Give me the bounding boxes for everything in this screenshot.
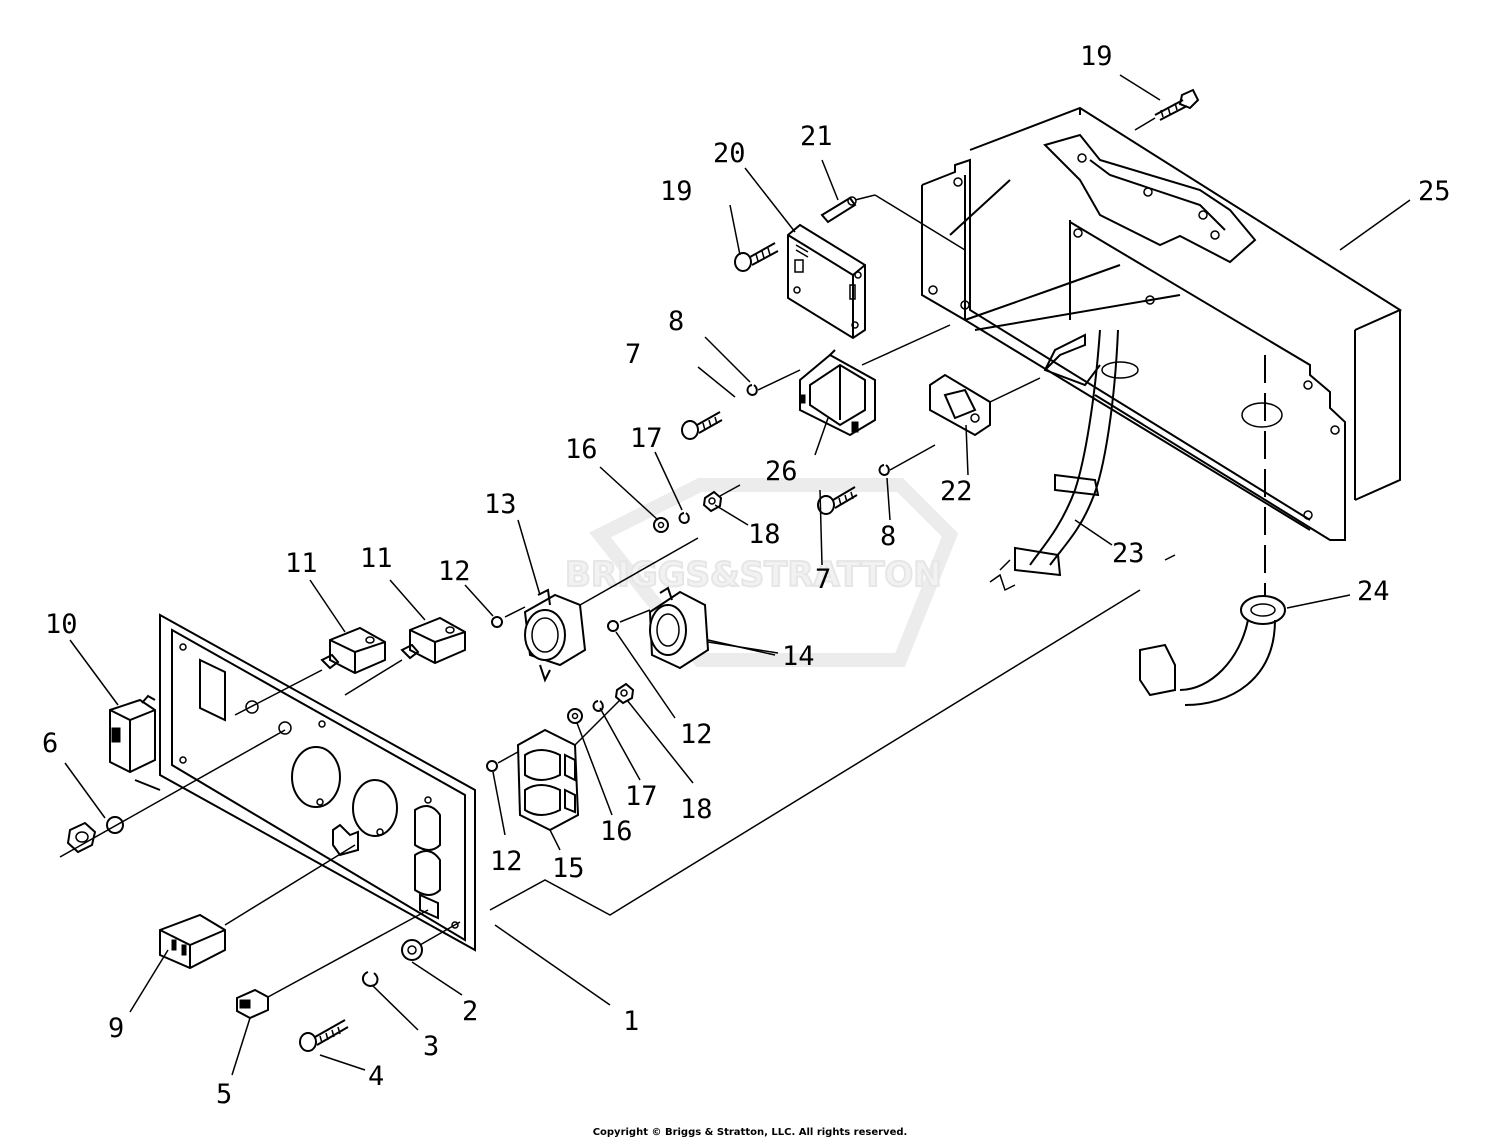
callout-labels: 1 2 3 4 5 6 7 7 8 8 9 10 11 11 12 12 12 …: [42, 41, 1451, 1110]
callout-20: 20: [713, 138, 746, 169]
callout-8-upper: 8: [668, 306, 684, 337]
callout-22: 22: [940, 476, 973, 507]
callout-12-upper: 12: [438, 556, 471, 587]
assembly-outline: [489, 589, 1141, 916]
callout-18-lower: 18: [680, 794, 713, 825]
lock-washer-17-upper: [678, 512, 690, 525]
callout-18-upper: 18: [748, 519, 781, 550]
callout-26: 26: [765, 456, 798, 487]
nut-18-lower: [614, 682, 635, 705]
callout-5: 5: [216, 1079, 232, 1110]
lock-washer-8-upper: [746, 369, 801, 397]
callout-16-upper: 16: [565, 434, 598, 465]
callout-11-a: 11: [285, 548, 318, 579]
relay-26: [799, 324, 951, 437]
callout-2: 2: [462, 996, 478, 1027]
callout-23: 23: [1112, 538, 1145, 569]
breaker-11-a: [234, 626, 386, 716]
screw-7-lower: [817, 486, 858, 515]
callout-3: 3: [423, 1031, 439, 1062]
terminal-block-22: [929, 373, 1041, 437]
wiring-harness: [989, 329, 1119, 592]
washer-16-lower: [567, 708, 583, 724]
duplex-receptacle-15: [516, 699, 621, 832]
watermark-text: BRIGGS&STRATTON: [565, 555, 942, 595]
callout-21: 21: [800, 121, 833, 152]
control-box-housing: [921, 106, 1403, 600]
callout-4: 4: [368, 1061, 384, 1092]
washer-12-a: [491, 616, 503, 628]
washer-12-b: [607, 620, 619, 632]
screw-7-upper: [681, 411, 723, 440]
standoff-21: [820, 194, 966, 251]
callout-10: 10: [45, 609, 78, 640]
callout-7-upper: 7: [625, 339, 641, 370]
callout-12-lower: 12: [490, 846, 523, 877]
callout-6: 6: [42, 728, 58, 759]
callout-13: 13: [484, 489, 517, 520]
leader-lines: [64, 74, 1411, 1076]
lock-washer-3: [362, 971, 379, 988]
callout-8-lower: 8: [880, 521, 896, 552]
callout-15: 15: [552, 853, 585, 884]
copyright-notice: Copyright © Briggs & Stratton, LLC. All …: [592, 1127, 908, 1138]
nut-washer-6: [59, 729, 286, 858]
screw-19-top: [1134, 88, 1200, 131]
lock-washer-17-lower: [592, 700, 604, 713]
callout-7-lower: 7: [815, 564, 831, 595]
callout-19-left: 19: [660, 176, 693, 207]
callout-16-lower: 16: [600, 816, 633, 847]
callout-1: 1: [623, 1006, 639, 1037]
lock-washer-8-lower: [878, 444, 936, 477]
washer-16-upper: [653, 517, 669, 533]
callout-9: 9: [108, 1013, 124, 1044]
callout-11-b: 11: [360, 543, 393, 574]
outlet-9: [159, 844, 356, 970]
switch-10: [109, 694, 156, 774]
washer-2: [401, 921, 461, 961]
callout-17-upper: 17: [630, 423, 663, 454]
grommet-cable: [1139, 595, 1286, 706]
screw-4: [299, 1019, 349, 1052]
callout-12-right: 12: [680, 719, 713, 750]
circuit-board-20: [787, 223, 866, 340]
callout-25: 25: [1418, 176, 1451, 207]
briggs-stratton-watermark: BRIGGS&STRATTON: [564, 478, 959, 667]
breaker-11-b: [344, 616, 466, 696]
callout-14: 14: [782, 641, 815, 672]
screw-19-left: [734, 242, 779, 272]
receptacle-14: [619, 586, 776, 670]
receptacle-13: [504, 537, 699, 683]
control-panel: [134, 613, 476, 952]
rocker-5: [236, 909, 429, 1020]
callout-17-lower: 17: [625, 781, 658, 812]
callout-19-top: 19: [1080, 41, 1113, 72]
callout-24: 24: [1357, 576, 1390, 607]
